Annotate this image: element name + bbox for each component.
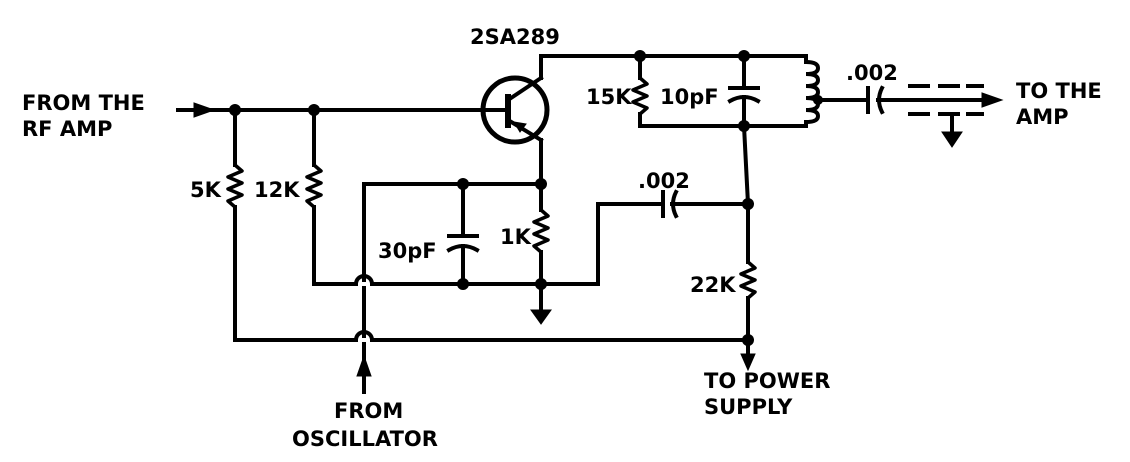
bias-wire (312, 274, 600, 286)
capacitor-10pf (727, 54, 761, 128)
power-label-line2: SUPPLY (704, 395, 793, 419)
resistor-22k (739, 123, 757, 362)
transistor-label: 2SA289 (470, 25, 560, 49)
label-5k: 5K (190, 178, 222, 202)
input-arrow (193, 102, 216, 118)
coax-shield (908, 84, 984, 134)
label-10pf: 10pF (660, 85, 719, 109)
label-30pf: 30pF (378, 239, 437, 263)
input-label-line1: FROM THE (22, 91, 145, 115)
resistor-1k (532, 208, 550, 312)
resistor-15k (631, 54, 649, 128)
oscillator-label-line2: OSCILLATOR (292, 427, 438, 451)
emitter-wire (362, 138, 543, 212)
resistor-12k (305, 108, 323, 286)
capacitor-30pf (446, 182, 480, 286)
label-15k: 15K (586, 85, 632, 109)
label-002-mid: .002 (638, 169, 690, 193)
label-22k: 22K (690, 273, 736, 297)
ground-symbol-output (941, 131, 963, 148)
junction-dots (229, 50, 823, 346)
bottom-return-wire (233, 330, 750, 342)
transistor-2sa289 (480, 54, 550, 145)
output-label-line1: TO THE (1016, 79, 1102, 103)
tank-coil (803, 54, 821, 128)
power-supply-arrow (740, 353, 756, 372)
power-label-line1: TO POWER (704, 369, 830, 393)
capacitor-002-out (816, 85, 982, 115)
label-002-out: .002 (846, 61, 898, 85)
oscillator-arrow (356, 354, 372, 377)
output-label-line2: AMP (1016, 105, 1069, 129)
label-12k: 12K (254, 178, 300, 202)
input-label-line2: RF AMP (22, 117, 112, 141)
output-arrow (981, 92, 1004, 108)
label-1k: 1K (500, 225, 532, 249)
capacitor-002-mid (596, 189, 750, 286)
resistor-5k (226, 108, 244, 342)
oscillator-label-line1: FROM (334, 399, 403, 423)
ground-symbol-emitter (530, 309, 552, 325)
